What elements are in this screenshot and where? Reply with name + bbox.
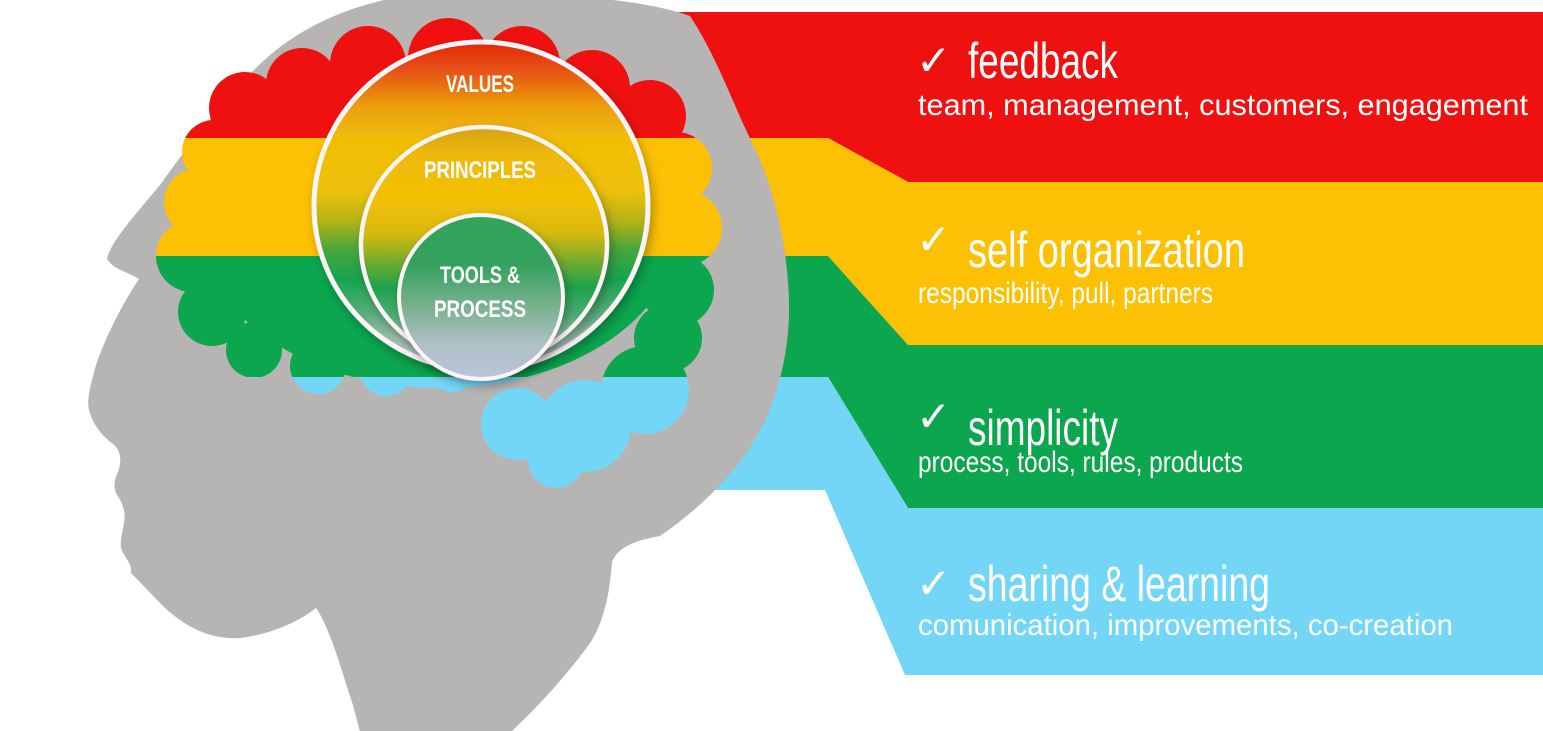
band-subtitle-sharing-learning: comunication, improvements, co-creation [918, 609, 1453, 642]
band-title-simplicity: simplicity [968, 400, 1118, 456]
band-subtitle-self-organization: responsibility, pull, partners [918, 277, 1213, 310]
ring-label-tools-line1: TOOLS & [440, 262, 520, 289]
band-title-sharing-learning: sharing & learning [968, 556, 1270, 612]
nested-rings: VALUES PRINCIPLES TOOLS & PROCESS [311, 39, 651, 381]
ring-tools-process-circle [397, 213, 565, 381]
ribbon-feedback [640, 12, 1543, 182]
ribbon-sharing-learning [640, 377, 1543, 675]
band-title-self-organization: self organization [968, 222, 1245, 278]
ring-label-values: VALUES [446, 71, 514, 98]
ring-label-tools-line2: PROCESS [434, 296, 526, 323]
ribbon-simplicity [640, 256, 1543, 508]
ring-label-principles: PRINCIPLES [424, 157, 536, 184]
ribbon-bands [640, 12, 1543, 675]
check-icon: ✓ [916, 560, 951, 607]
ribbon-self-organization [640, 138, 1543, 345]
check-icon: ✓ [916, 37, 951, 84]
band-subtitle-simplicity: process, tools, rules, products [918, 446, 1243, 479]
band-title-feedback: feedback [968, 33, 1119, 89]
check-icon: ✓ [916, 216, 951, 263]
band-texts: ✓ feedback team, management, customers, … [916, 33, 1529, 642]
check-icon: ✓ [916, 393, 951, 440]
band-subtitle-feedback: team, management, customers, engagement [918, 89, 1529, 122]
